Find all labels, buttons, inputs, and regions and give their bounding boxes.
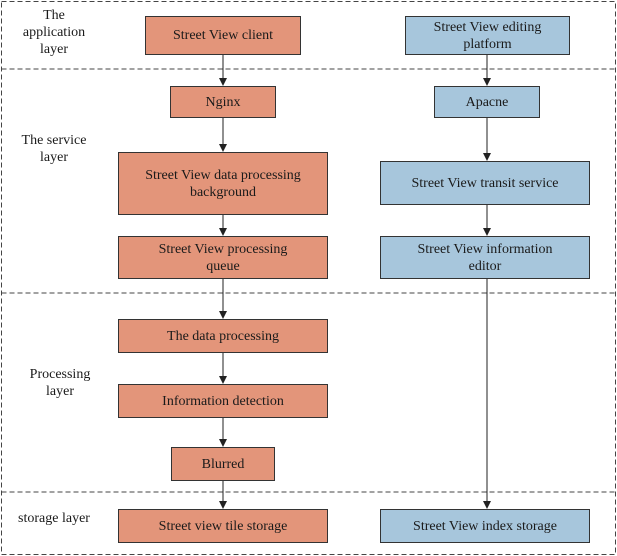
layer-label-storage: storage layer [18, 511, 90, 526]
layer-label-service: The service layer [21, 133, 87, 165]
node-information-detection: Information detection [118, 384, 328, 418]
node-street-view-client: Street View client [145, 16, 301, 55]
node-index-storage: Street View index storage [380, 509, 590, 543]
node-processing-queue: Street View processing queue [118, 236, 328, 279]
node-nginx: Nginx [170, 86, 276, 118]
layer-label-application: The application layer [22, 8, 86, 57]
node-information-editor: Street View information editor [380, 236, 590, 279]
node-apache: Apacne [434, 86, 540, 118]
node-data-processing: The data processing [118, 319, 328, 353]
node-blurred: Blurred [171, 447, 275, 481]
node-data-processing-background: Street View data processing background [118, 152, 328, 215]
node-editing-platform: Street View editing platform [405, 16, 570, 55]
node-transit-service: Street View transit service [380, 161, 590, 205]
layer-label-processing: Processing layer [29, 367, 91, 399]
node-tile-storage: Street view tile storage [118, 509, 328, 543]
